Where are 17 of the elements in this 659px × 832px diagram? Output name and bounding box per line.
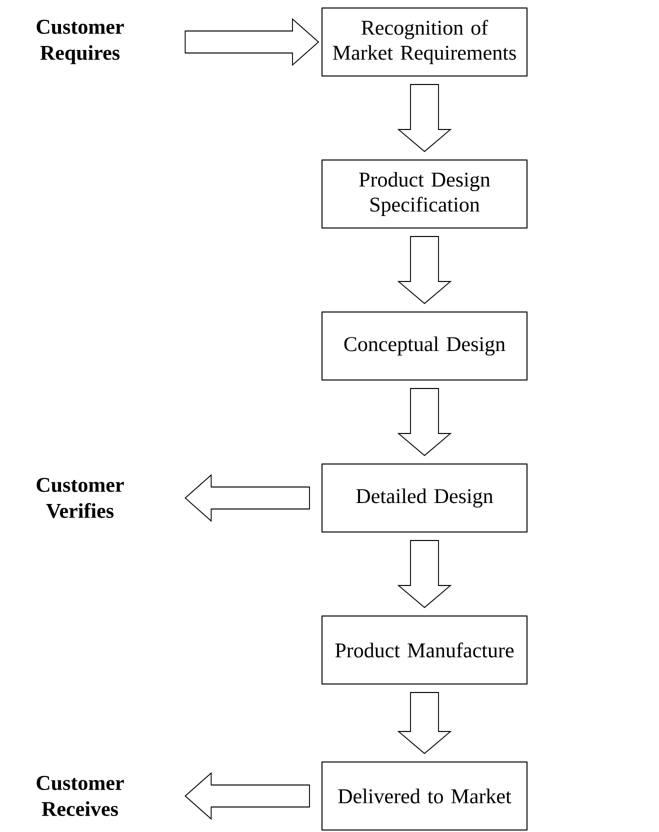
block-arrow [184,772,310,820]
process-box: Product Design Specification [322,160,528,228]
stage-label: Customer Requires [36,20,124,64]
block-arrow [397,388,452,456]
stage-label: Customer Receives [36,776,124,816]
process-box: Detailed Design [322,464,528,532]
stage-label: Customer Verifies [36,478,124,518]
process-box: Recognition of Market Requirements [322,8,528,76]
block-arrow [397,236,452,304]
block-arrow [184,474,310,522]
process-box: Delivered to Market [322,762,528,830]
block-arrow [397,692,452,754]
process-box: Product Manufacture [322,616,528,684]
process-box: Conceptual Design [322,312,528,380]
block-arrow [397,540,452,608]
block-arrow [184,18,320,66]
block-arrow [397,84,452,152]
